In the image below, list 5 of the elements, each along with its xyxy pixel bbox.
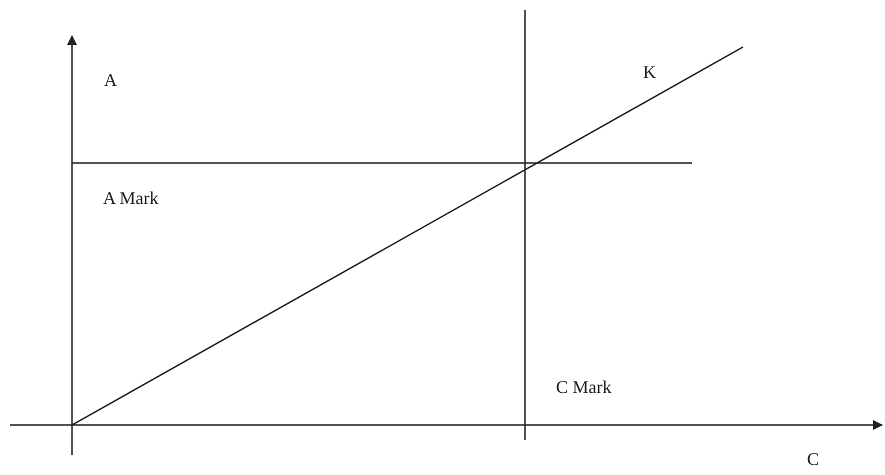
axis-label: C: [807, 450, 820, 468]
axis-label: K: [643, 63, 656, 81]
axis-label: A: [104, 71, 117, 89]
axis-label: C Mark: [556, 378, 612, 396]
axis-label: A Mark: [103, 189, 158, 207]
